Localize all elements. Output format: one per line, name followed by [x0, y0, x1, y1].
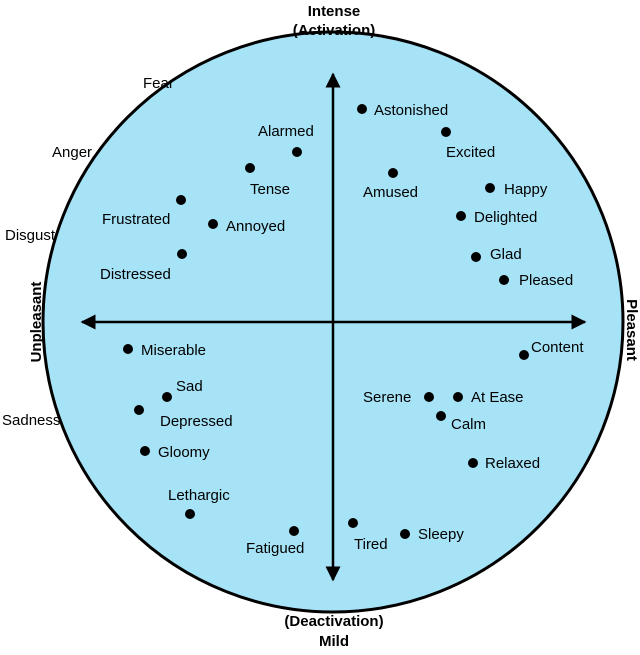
emotion-dot-lethargic	[185, 509, 195, 519]
outer-label-anger: Anger	[52, 144, 92, 161]
emotion-label-calm: Calm	[451, 416, 486, 433]
emotion-label-depressed: Depressed	[160, 413, 233, 430]
emotion-dot-sleepy	[400, 529, 410, 539]
emotion-dot-tired	[348, 518, 358, 528]
emotion-label-sleepy: Sleepy	[418, 526, 464, 543]
emotion-label-sad: Sad	[176, 378, 203, 395]
emotion-label-relaxed: Relaxed	[485, 455, 540, 472]
emotion-label-serene: Serene	[363, 389, 411, 406]
axis-label-deactivation: (Deactivation)	[284, 613, 383, 630]
emotion-label-glad: Glad	[490, 246, 522, 263]
emotion-dot-annoyed	[208, 219, 218, 229]
emotion-label-annoyed: Annoyed	[226, 218, 285, 235]
emotion-dot-sad	[162, 392, 172, 402]
emotion-label-content: Content	[531, 339, 584, 356]
emotion-label-excited: Excited	[446, 144, 495, 161]
axis-label-activation: (Activation)	[293, 22, 376, 39]
emotion-dot-frustrated	[176, 195, 186, 205]
axis-label-pleasant: Pleasant	[623, 299, 640, 361]
emotion-label-alarmed: Alarmed	[258, 123, 314, 140]
emotion-label-astonished: Astonished	[374, 102, 448, 119]
emotion-label-fatigued: Fatigued	[246, 540, 304, 557]
emotion-dot-depressed	[134, 405, 144, 415]
emotion-dot-pleased	[499, 275, 509, 285]
emotion-dot-content	[519, 350, 529, 360]
emotion-dot-glad	[471, 252, 481, 262]
emotion-dot-gloomy	[140, 446, 150, 456]
emotion-dot-astonished	[357, 104, 367, 114]
axis-label-mild: Mild	[319, 633, 349, 650]
axis-label-unpleasant: Unpleasant	[28, 282, 45, 363]
outer-label-sadness: Sadness	[2, 412, 60, 429]
emotion-dot-serene	[424, 392, 434, 402]
axis-label-intense: Intense	[308, 3, 361, 20]
emotion-label-delighted: Delighted	[474, 209, 537, 226]
emotion-dot-alarmed	[292, 147, 302, 157]
emotion-dot-calm	[436, 411, 446, 421]
outer-label-fear: Fear	[143, 75, 174, 92]
emotion-dot-miserable	[123, 344, 133, 354]
emotion-label-happy: Happy	[504, 181, 548, 198]
emotion-label-gloomy: Gloomy	[158, 444, 210, 461]
emotion-label-pleased: Pleased	[519, 272, 573, 289]
emotion-dot-delighted	[456, 211, 466, 221]
emotion-label-distressed: Distressed	[100, 266, 171, 283]
emotion-label-tense: Tense	[250, 181, 290, 198]
emotion-dot-tense	[245, 163, 255, 173]
emotion-dot-happy	[485, 183, 495, 193]
emotion-label-miserable: Miserable	[141, 342, 206, 359]
emotion-dot-relaxed	[468, 458, 478, 468]
emotion-label-amused: Amused	[363, 184, 418, 201]
emotion-dot-at-ease	[453, 392, 463, 402]
emotion-label-lethargic: Lethargic	[168, 487, 230, 504]
emotion-dot-fatigued	[289, 526, 299, 536]
emotion-dot-excited	[441, 127, 451, 137]
emotion-label-frustrated: Frustrated	[102, 211, 170, 228]
emotion-dot-amused	[388, 168, 398, 178]
emotion-label-at-ease: At Ease	[471, 389, 524, 406]
outer-label-disgust: Disgust	[5, 227, 56, 244]
emotion-dot-distressed	[177, 249, 187, 259]
emotion-label-tired: Tired	[354, 536, 388, 553]
